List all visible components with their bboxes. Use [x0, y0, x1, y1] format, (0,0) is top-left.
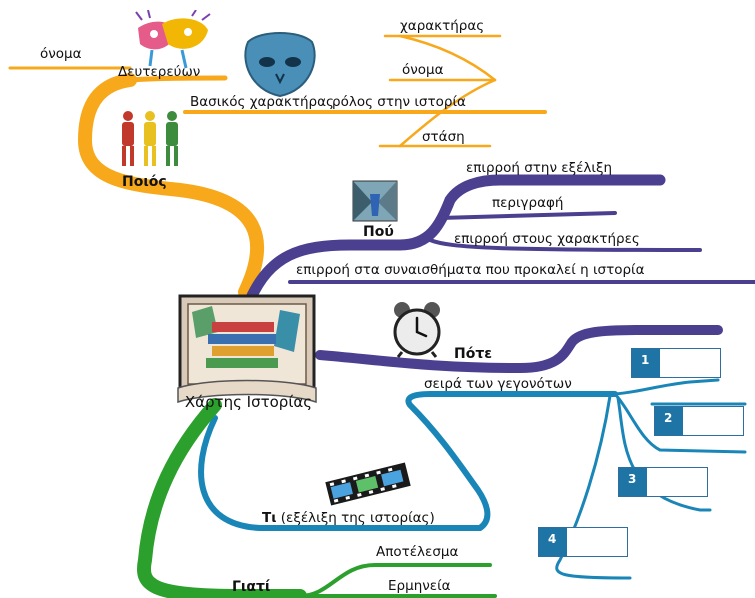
who-label: Ποιός: [122, 174, 167, 190]
film-strip-icon: [325, 462, 411, 506]
where-branch-lines: [244, 174, 755, 306]
blue-mask-icon: [244, 32, 316, 98]
step-number-4: 4: [548, 532, 557, 546]
main-character-label: Βασικός χαρακτήρας: [190, 94, 334, 110]
when-branch-lines: [315, 325, 723, 374]
why-label: Γιατί: [232, 579, 271, 595]
step-box-3: 3: [618, 467, 708, 497]
where-label: Πού: [363, 224, 394, 240]
place-icon: [352, 180, 398, 222]
who-branch-lines: [8, 34, 547, 299]
main-name-label: όνομα: [402, 62, 444, 78]
step-box-4: 4: [538, 527, 628, 557]
books-icon: [177, 294, 317, 404]
where-influence-plot-label: επιρροή στην εξέλιξη: [466, 160, 613, 176]
figures-icon: [122, 111, 178, 166]
why-interpretation-label: Ερμηνεία: [388, 578, 451, 594]
what-label-title: Τι: [262, 510, 277, 526]
secondary-character-label: Δευτερεύων: [118, 64, 201, 80]
step-number-1: 1: [641, 353, 650, 367]
event-sequence-label: σειρά των γεγονότων: [424, 376, 572, 392]
main-role-label: ρόλος στην ιστορία: [332, 94, 466, 110]
where-description-label: περιγραφή: [492, 195, 564, 211]
hub-image: [168, 292, 326, 418]
what-label: Τι (εξέλιξη της ιστορίας): [262, 510, 435, 526]
step-number-3: 3: [628, 472, 637, 486]
where-influence-emotions-label: επιρροή στα συναισθήματα που προκαλεί η …: [296, 262, 645, 278]
why-branch-lines: [137, 398, 497, 598]
main-trait-label: χαρακτήρας: [400, 18, 485, 34]
alarm-clock-icon: [393, 302, 441, 358]
step-box-2: 2: [654, 406, 744, 436]
masks-icon: [135, 10, 211, 69]
what-label-suffix: (εξέλιξη της ιστορίας): [280, 510, 435, 526]
main-attitude-label: στάση: [422, 129, 465, 145]
step-number-2: 2: [664, 411, 673, 425]
hub-label: Χάρτης Ιστορίας: [184, 393, 313, 411]
where-influence-characters-label: επιρροή στους χαρακτήρες: [454, 231, 640, 247]
secondary-name-label: όνομα: [40, 46, 82, 62]
why-result-label: Αποτέλεσμα: [376, 544, 459, 560]
step-box-1: 1: [631, 348, 721, 378]
when-label: Πότε: [454, 346, 493, 362]
